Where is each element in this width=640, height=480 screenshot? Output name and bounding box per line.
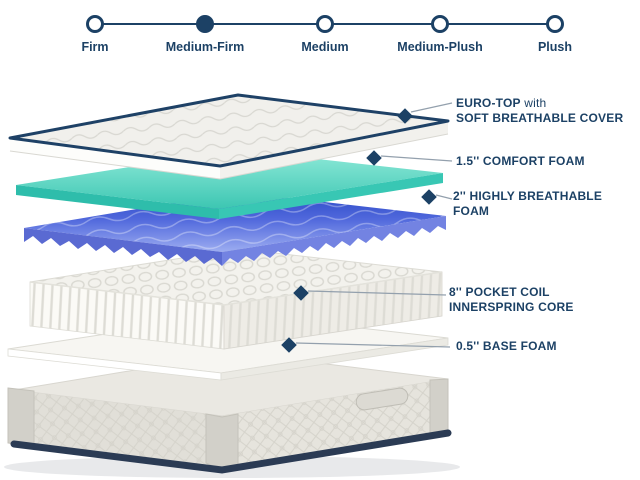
corner-guard-front	[205, 413, 239, 471]
scale-dot-firm[interactable]	[86, 15, 104, 33]
scale-label-medium: Medium	[301, 40, 349, 54]
scale-label-firm: Firm	[81, 40, 109, 54]
scale-dot-medium-firm-selected[interactable]	[196, 15, 214, 33]
scale-option-medium-plush[interactable]: Medium-Plush	[375, 15, 505, 54]
pocket-coil-layer	[29, 248, 443, 350]
scale-dot-plush[interactable]	[546, 15, 564, 33]
scale-dot-medium-plush[interactable]	[431, 15, 449, 33]
comfort-foam-marker-diamond-icon	[366, 150, 382, 166]
corner-guard-left	[7, 387, 35, 448]
label-euro-top: EURO-TOP with SOFT BREATHABLE COVER	[456, 96, 624, 125]
label-pocket-coil: 8'' POCKET COIL INNERSPRING CORE	[449, 285, 574, 314]
scale-label-medium-plush: Medium-Plush	[397, 40, 483, 54]
scale-option-medium[interactable]: Medium	[260, 15, 390, 54]
label-comfort-foam: 1.5'' COMFORT FOAM	[456, 154, 585, 168]
label-base-foam: 0.5'' BASE FOAM	[456, 339, 557, 353]
layer-connector-lines	[295, 102, 453, 348]
base-handle	[355, 387, 409, 411]
scale-option-firm[interactable]: Firm	[30, 15, 160, 54]
base-bottom-trim	[10, 429, 452, 474]
foundation-base-layer	[7, 352, 452, 474]
euro-top-piping	[8, 93, 450, 168]
firmness-scale: Firm Medium-Firm Medium Medium-Plush Plu…	[0, 6, 640, 62]
scale-option-medium-firm[interactable]: Medium-Firm	[140, 15, 270, 54]
label-euro-top-line1: EURO-TOP	[456, 96, 521, 110]
breathable-foam-marker-diamond-icon	[421, 189, 437, 205]
scale-option-plush[interactable]: Plush	[490, 15, 620, 54]
label-breathable-foam: 2'' HIGHLY BREATHABLE FOAM	[453, 189, 603, 218]
comfort-foam-layer	[16, 150, 443, 219]
scale-label-medium-firm: Medium-Firm	[165, 40, 245, 54]
euro-top-layer	[8, 93, 450, 180]
label-euro-top-line2: SOFT BREATHABLE COVER	[456, 111, 624, 125]
scale-dot-medium[interactable]	[316, 15, 334, 33]
corner-guard-right	[429, 378, 449, 437]
scale-label-plush: Plush	[537, 40, 573, 54]
